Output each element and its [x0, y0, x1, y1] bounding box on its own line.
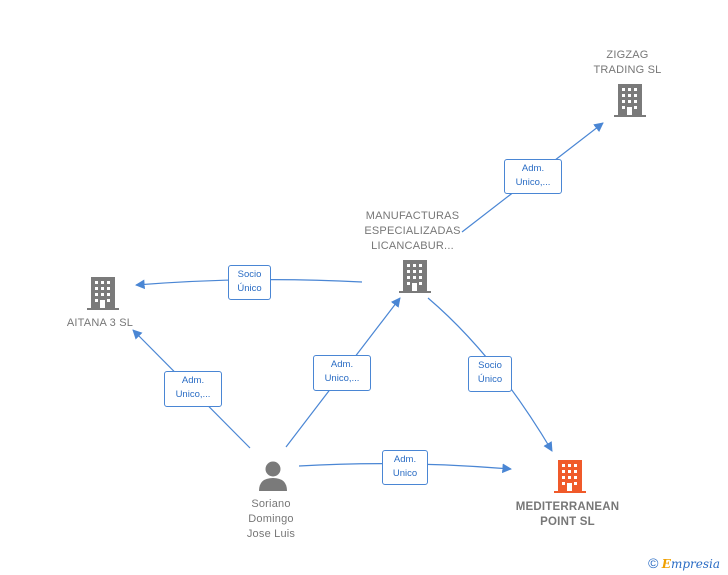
edge-label-manufacturas-mediterranean[interactable]: Socio Único: [468, 356, 512, 392]
node-label-soriano[interactable]: Soriano Domingo Jose Luis: [225, 497, 317, 542]
edge-label-line: Unico: [392, 468, 418, 479]
edge-label-line: Adm.: [521, 163, 545, 174]
brand-logo: Empresia: [662, 557, 720, 571]
edge-label-manufacturas-aitana[interactable]: Socio Único: [228, 265, 271, 300]
building-icon: [554, 460, 586, 493]
node-label-line: POINT SL: [540, 516, 595, 528]
edge-label-line: Adm.: [330, 359, 354, 370]
edge-label-line: Adm.: [181, 375, 205, 386]
node-label-manufacturas[interactable]: MANUFACTURAS ESPECIALIZADAS LICANCABUR..…: [350, 209, 475, 254]
edge-label-soriano-mediterranean[interactable]: Adm. Unico: [382, 450, 428, 485]
node-label-mediterranean[interactable]: MEDITERRANEAN POINT SL: [500, 500, 635, 530]
node-label-line: AITANA 3 SL: [66, 317, 134, 329]
edge-label-line: Unico,...: [324, 373, 360, 384]
node-label-line: ZIGZAG: [606, 49, 649, 61]
edge-label-line: Único: [237, 283, 262, 294]
person-icon: [259, 461, 287, 491]
edge-label-line: Adm.: [393, 454, 417, 465]
node-label-line: Soriano: [251, 498, 291, 510]
edge-label-line: Socio: [478, 360, 502, 371]
edge-label-line: Socio: [237, 269, 262, 280]
edge-label-manufacturas-zigzag[interactable]: Adm. Unico,...: [504, 159, 562, 194]
edge-label-soriano-aitana[interactable]: Adm. Unico,...: [164, 371, 222, 407]
node-label-line: ESPECIALIZADAS: [364, 225, 461, 237]
node-label-line: Jose Luis: [246, 528, 296, 540]
building-icon: [614, 84, 646, 117]
copyright-icon: ©: [648, 555, 659, 571]
building-icon: [87, 277, 119, 310]
node-label-line: TRADING SL: [593, 64, 662, 76]
node-label-zigzag[interactable]: ZIGZAG TRADING SL: [570, 48, 685, 78]
brand-name: mpresia: [670, 557, 720, 571]
node-label-line: MANUFACTURAS: [365, 210, 460, 222]
edge-label-soriano-manufacturas[interactable]: Adm. Unico,...: [313, 355, 371, 391]
node-label-line: MEDITERRANEAN: [515, 501, 620, 513]
node-label-aitana[interactable]: AITANA 3 SL: [50, 316, 150, 331]
edge-label-line: Único: [477, 374, 503, 385]
building-icon: [399, 260, 431, 293]
copyright-brand: © Empresia: [648, 555, 720, 571]
node-label-line: LICANCABUR...: [371, 240, 454, 252]
edge-label-line: Unico,...: [175, 389, 211, 400]
edge-label-line: Unico,...: [515, 177, 551, 188]
brand-initial: E: [661, 557, 671, 571]
node-label-line: Domingo: [248, 513, 294, 525]
